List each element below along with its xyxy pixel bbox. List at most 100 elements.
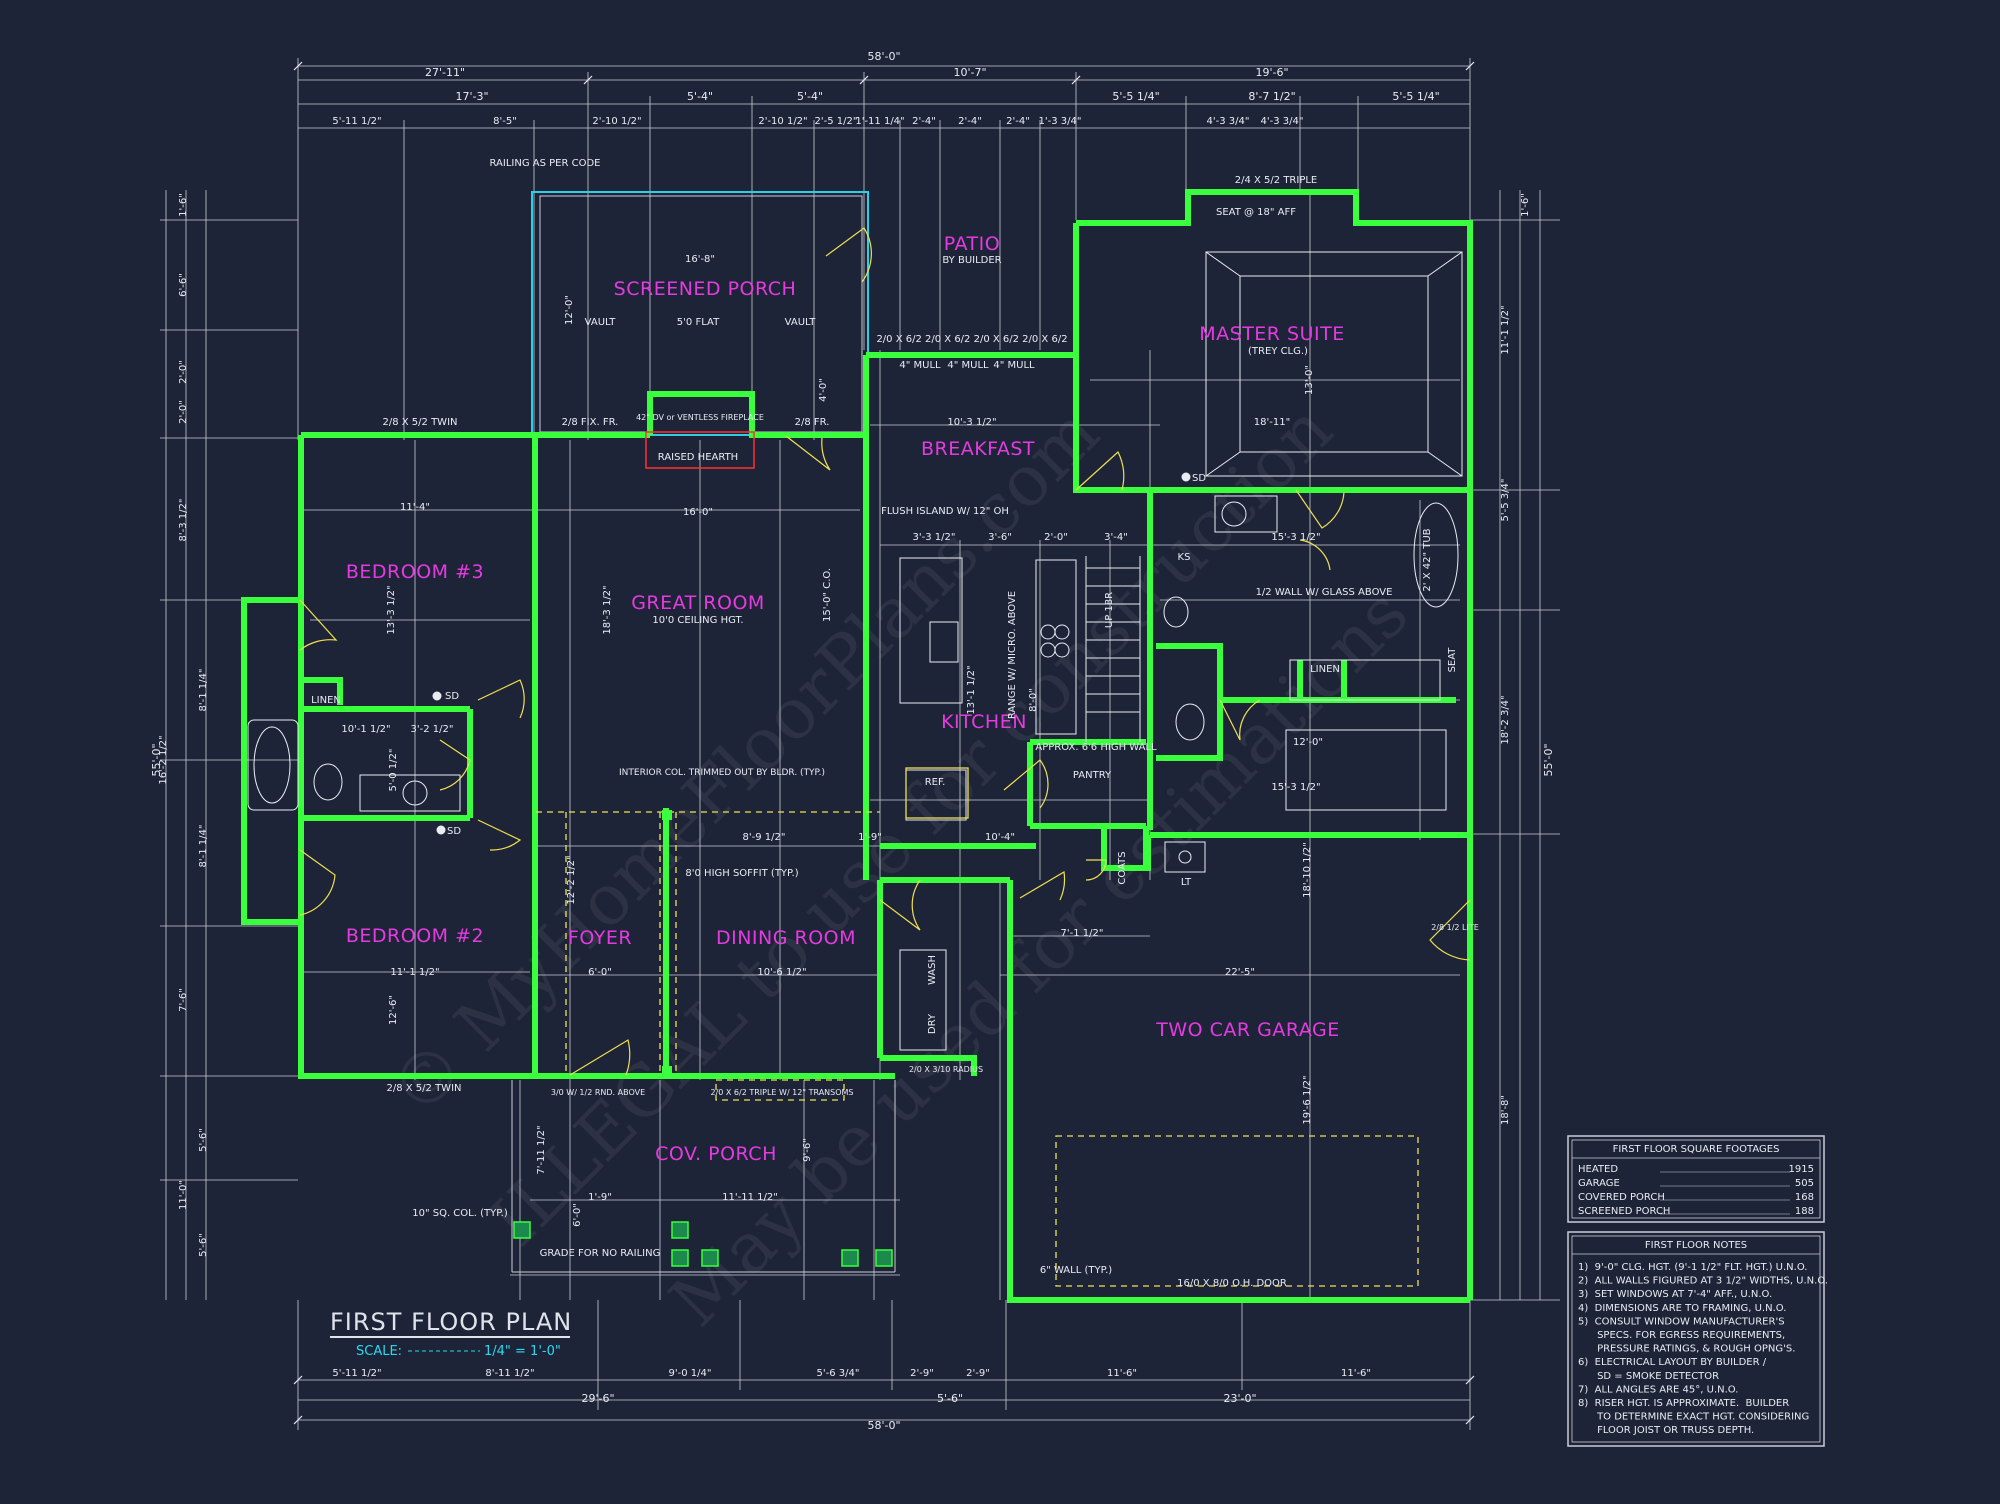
dim-interior-text: 11'-1 1/2" xyxy=(390,967,439,978)
sqft-label: COVERED PORCH xyxy=(1578,1192,1665,1203)
label-twin-bottom: 2/8 X 5/2 TWIN xyxy=(387,1083,462,1094)
dim-bottom-row1-text: 11'-6" xyxy=(1341,1368,1371,1379)
dim-top-row1-text: 10'-7" xyxy=(953,66,986,79)
label-garage-door-lite: 2/8 1/2 LITE xyxy=(1431,923,1479,932)
label-sd-2: SD xyxy=(447,826,461,837)
label-fireplace: 42" DV or VENTLESS FIREPLACE xyxy=(636,413,764,422)
great-room-sub: 10'0 CEILING HGT. xyxy=(652,615,743,626)
dim-interior-text: 3'-2 1/2" xyxy=(411,724,454,735)
dim-interior-text: 18'-11" xyxy=(1254,417,1290,428)
label-sq-col: 10" SQ. COL. (TYP.) xyxy=(412,1208,508,1219)
dim-top-row1-text: 27'-11" xyxy=(425,66,465,79)
label-wall-typ: 6" WALL (TYP.) xyxy=(1040,1265,1112,1276)
label-seat-right: SEAT xyxy=(1447,647,1458,673)
label-fix-fr: 2/8 FIX. FR. xyxy=(562,417,619,428)
label-radius: 2/0 X 3/10 RADIUS xyxy=(909,1065,983,1074)
dim-interior-text: 10'-1 1/2" xyxy=(341,724,390,735)
dim-interior-text: 13'-3 1/2" xyxy=(386,585,397,634)
dim-top-row3-text: 2'-4" xyxy=(1006,116,1030,127)
sqft-value: 505 xyxy=(1795,1178,1814,1189)
room-great-room: GREAT ROOM xyxy=(631,592,765,614)
label-dry: DRY xyxy=(927,1013,938,1034)
dim-interior-text: 9'-6" xyxy=(802,1138,813,1162)
screened-porch-outline xyxy=(531,191,869,436)
notes-title: FIRST FLOOR NOTES xyxy=(1645,1240,1747,1251)
note-line: SD = SMOKE DETECTOR xyxy=(1578,1371,1719,1382)
raised-hearth xyxy=(645,431,755,469)
dim-interior-text: 3'-3 1/2" xyxy=(913,532,956,543)
dim-interior-text: 12'-2 1/2" xyxy=(566,855,577,904)
dim-right-text: 5'-5 3/4" xyxy=(1500,479,1511,522)
room-breakfast: BREAKFAST xyxy=(921,438,1035,460)
dim-top-row2-text: 17'-3" xyxy=(455,90,488,103)
sqft-title: FIRST FLOOR SQUARE FOOTAGES xyxy=(1613,1144,1780,1155)
notes-rows: 1) 9'-0" CLG. HGT. (9'-1 1/2" FLT. HGT.)… xyxy=(1578,1262,1828,1436)
room-dining-room: DINING ROOM xyxy=(716,927,856,949)
dim-interior-text: 12'-0" xyxy=(1293,737,1323,748)
floor-notes-panel: FIRST FLOOR NOTES 1) 9'-0" CLG. HGT. (9'… xyxy=(1567,1231,1828,1447)
dim-interior-text: 15'-0" C.O. xyxy=(822,568,833,622)
dim-interior-text: 6'-0" xyxy=(572,1203,583,1227)
dim-left-text: 16'-2 1/2" xyxy=(158,735,169,784)
dim-interior-text: 7'-1 1/2" xyxy=(1061,928,1104,939)
dim-overall-bottom: 58'-0" xyxy=(867,1419,900,1432)
dim-top-row3-text: 5'-11 1/2" xyxy=(332,116,381,127)
dim-interior-text: 4'-0" xyxy=(818,378,829,402)
dim-interior-text: 13'-0" xyxy=(1304,365,1315,395)
label-ks: KS xyxy=(1178,552,1191,563)
label-sd-3: SD xyxy=(1192,473,1206,484)
dim-top-row2-text: 5'-4" xyxy=(797,90,823,103)
dim-interior-text: 16'-0" xyxy=(683,507,713,518)
dim-overall-right: 55'-0" xyxy=(1542,743,1555,776)
dim-bottom-row1-text: 5'-6 3/4" xyxy=(817,1368,860,1379)
label-vault-right: VAULT xyxy=(785,317,817,328)
dim-interior-text: 19'-6 1/2" xyxy=(1302,1075,1313,1124)
dims-bottom-row2: 29'-6"5'-6"23'-0" xyxy=(581,1392,1256,1405)
label-wash: WASH xyxy=(927,955,938,985)
label-interior-col: INTERIOR COL. TRIMMED OUT BY BLDR. (TYP.… xyxy=(619,768,825,778)
sqft-label: SCREENED PORCH xyxy=(1578,1206,1670,1217)
dim-bottom-row1-text: 2'-9" xyxy=(966,1368,990,1379)
note-line: 2) ALL WALLS FIGURED AT 3 1/2" WIDTHS, U… xyxy=(1578,1276,1828,1287)
soffit-dashes xyxy=(536,811,1419,1287)
dim-bottom-row1-text: 11'-6" xyxy=(1107,1368,1137,1379)
dim-top-row3-text: 4'-3 3/4" xyxy=(1207,116,1250,127)
dim-interior-text: 10'-3 1/2" xyxy=(947,417,996,428)
dim-top-row3-text: 2'-10 1/2" xyxy=(592,116,641,127)
fixtures xyxy=(247,251,1463,1051)
dim-top-row3-text: 2'-4" xyxy=(912,116,936,127)
dim-bottom-row1-text: 8'-11 1/2" xyxy=(485,1368,534,1379)
label-up: UP 18R xyxy=(1104,592,1115,628)
dim-top-row3-text: 4'-3 3/4" xyxy=(1261,116,1304,127)
room-cov-porch: COV. PORCH xyxy=(655,1143,777,1165)
sqft-label: GARAGE xyxy=(1578,1178,1620,1189)
dim-top-row2-text: 5'-5 1/4" xyxy=(1112,90,1159,103)
dim-interior-text: 1'-9" xyxy=(588,1192,612,1203)
dim-interior-text: 8'-9 1/2" xyxy=(743,832,786,843)
sqft-value: 188 xyxy=(1795,1206,1814,1217)
dim-interior-text: 2'-0" xyxy=(1044,532,1068,543)
room-labels: SCREENED PORCH PATIO BY BUILDER MASTER S… xyxy=(346,233,1344,1165)
dim-right-text: 18'-2 3/4" xyxy=(1500,695,1511,744)
patio-sub: BY BUILDER xyxy=(942,255,1001,266)
scale-value: 1/4" = 1'-0" xyxy=(484,1344,561,1359)
label-railing: RAILING AS PER CODE xyxy=(490,158,601,169)
dim-left-text: 7'-6" xyxy=(178,988,189,1012)
note-line: 7) ALL ANGLES ARE 45°, U.N.O. xyxy=(1578,1384,1738,1395)
dim-overall-top: 58'-0" xyxy=(867,50,900,63)
label-tub: 2' X 42" TUB xyxy=(1422,528,1433,591)
sqft-value: 168 xyxy=(1795,1192,1814,1203)
dim-bottom-row2-text: 23'-0" xyxy=(1223,1392,1256,1405)
dims-top-row2: 17'-3"5'-4"5'-4"5'-5 1/4"8'-7 1/2"5'-5 1… xyxy=(455,90,1439,103)
note-line: 1) 9'-0" CLG. HGT. (9'-1 1/2" FLT. HGT.)… xyxy=(1578,1262,1808,1273)
dim-top-row2-text: 5'-5 1/4" xyxy=(1392,90,1439,103)
note-line: TO DETERMINE EXACT HGT. CONSIDERING xyxy=(1578,1412,1809,1423)
room-patio: PATIO xyxy=(944,233,1000,255)
dim-bottom-row1-text: 9'-0 1/4" xyxy=(669,1368,712,1379)
dim-interior-text: 13'-1 1/2" xyxy=(966,665,977,714)
dim-bottom-row2-text: 5'-6" xyxy=(937,1392,963,1405)
dim-top-row3-text: 2'-10 1/2" xyxy=(758,116,807,127)
label-transoms: 2/0 X 6/2 TRIPLE W/ 12" TRANSOMS xyxy=(710,1088,853,1097)
